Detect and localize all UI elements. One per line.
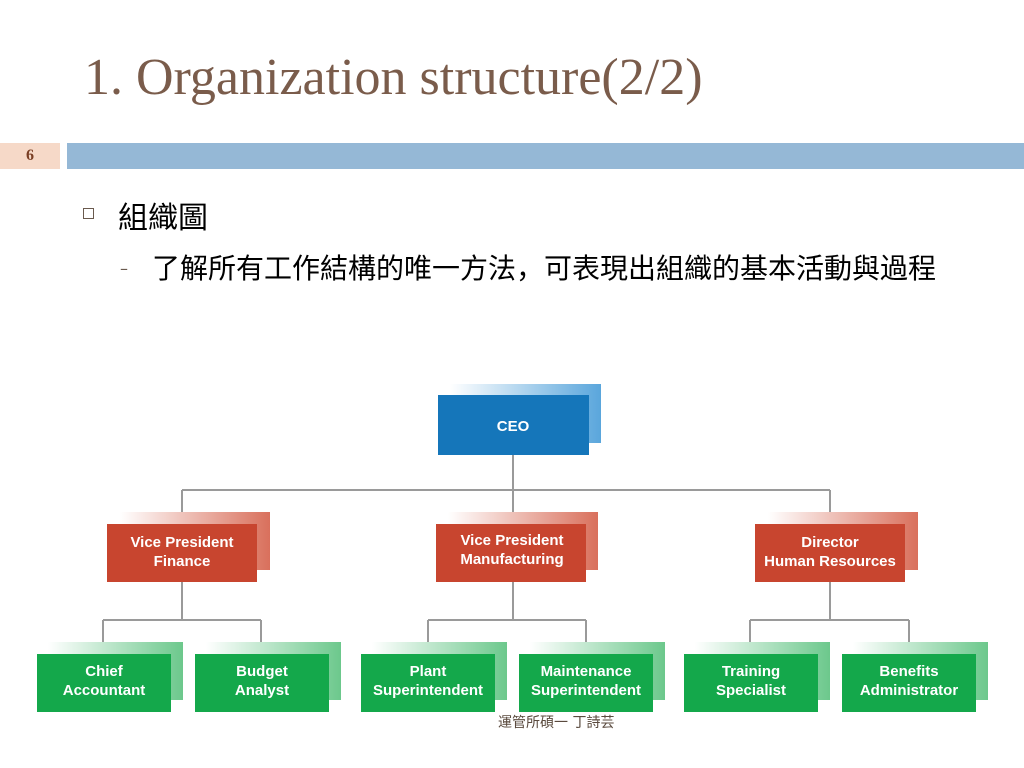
vp-finance-line2: Finance <box>154 553 211 570</box>
chief-accountant-line2: Accountant <box>63 682 146 699</box>
org-node-director-hr: Director Human Resources <box>755 512 918 582</box>
org-node-vp-finance: Vice President Finance <box>107 512 270 582</box>
footer-text: 運管所碩一 丁詩芸 <box>498 715 615 731</box>
chief-accountant-line1: Chief <box>85 663 124 680</box>
maintenance-superintendent-line2: Superintendent <box>531 682 641 699</box>
training-specialist-line2: Specialist <box>716 682 786 699</box>
sub-bullet-text: 了解所有工作結構的唯一方法，可表現出組織的基本活動與過程 <box>152 252 937 285</box>
org-node-chief-accountant: Chief Accountant <box>37 642 183 712</box>
plant-superintendent-line2: Superintendent <box>373 682 483 699</box>
director-hr-line1: Director <box>801 534 859 551</box>
org-node-budget-analyst: Budget Analyst <box>195 642 341 712</box>
ceo-label: CEO <box>497 418 530 435</box>
title-underline-bar <box>67 143 1024 169</box>
slide-title: 1. Organization structure(2/2) <box>84 49 703 106</box>
budget-analyst-line2: Analyst <box>235 682 289 699</box>
budget-analyst-line1: Budget <box>236 663 288 680</box>
dash-bullet-icon: – <box>120 259 128 278</box>
org-node-training-specialist: Training Specialist <box>684 642 830 712</box>
square-bullet-icon <box>83 208 94 219</box>
training-specialist-line1: Training <box>722 663 780 680</box>
maintenance-superintendent-line1: Maintenance <box>541 663 632 680</box>
vp-manufacturing-line2: Manufacturing <box>460 551 563 568</box>
vp-manufacturing-line1: Vice President <box>460 532 563 549</box>
org-node-plant-superintendent: Plant Superintendent <box>361 642 507 712</box>
org-node-maintenance-superintendent: Maintenance Superintendent <box>519 642 665 712</box>
slide-number: 6 <box>0 143 60 169</box>
director-hr-line2: Human Resources <box>764 553 896 570</box>
vp-finance-line1: Vice President <box>130 534 233 551</box>
benefits-administrator-line1: Benefits <box>879 663 938 680</box>
plant-superintendent-line1: Plant <box>410 663 447 680</box>
org-node-ceo: CEO <box>438 384 601 455</box>
benefits-administrator-line2: Administrator <box>860 682 959 699</box>
org-node-benefits-administrator: Benefits Administrator <box>842 642 988 712</box>
bullet-text: 組織圖 <box>118 201 208 236</box>
org-node-vp-manufacturing: Vice President Manufacturing <box>436 512 598 582</box>
